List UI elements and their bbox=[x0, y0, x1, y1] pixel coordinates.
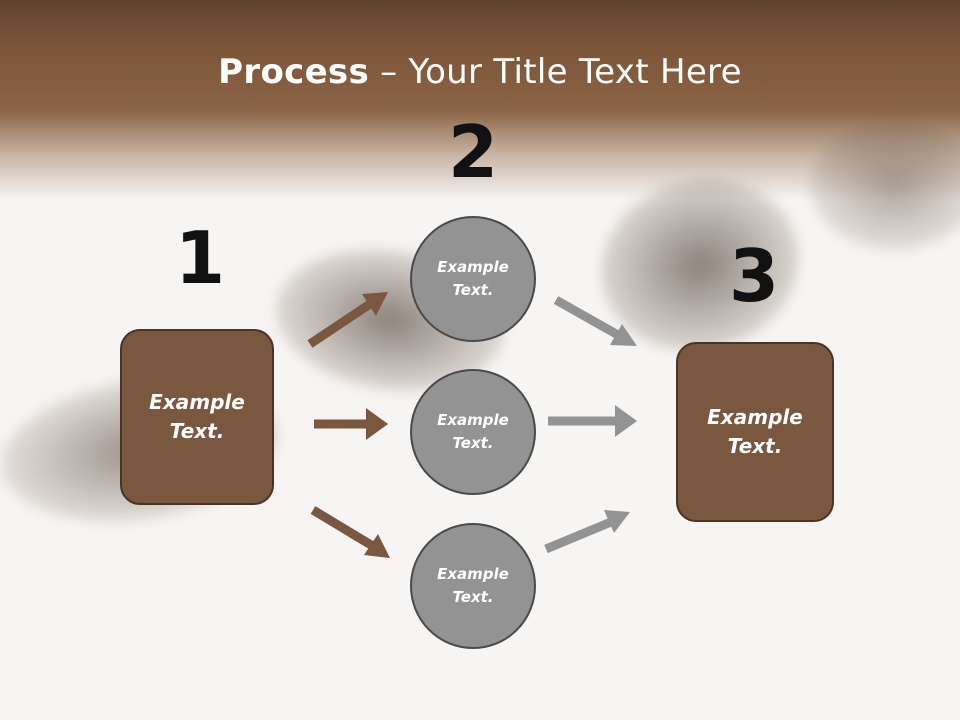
process-circle-bottom[interactable]: Example Text. bbox=[410, 523, 536, 649]
process-circle-top[interactable]: Example Text. bbox=[410, 216, 536, 342]
process-circle-top-text: Example Text. bbox=[437, 258, 509, 299]
arrow-top-to-right bbox=[553, 296, 637, 346]
process-box-right-text: Example Text. bbox=[707, 405, 803, 458]
header-band bbox=[0, 0, 960, 200]
step-number-2[interactable]: 2 bbox=[447, 110, 499, 194]
arrow-bottom-to-right bbox=[544, 510, 630, 554]
process-box-left[interactable]: Example Text. bbox=[120, 329, 274, 505]
step-number-1[interactable]: 1 bbox=[174, 216, 226, 300]
title-bold-part: Process bbox=[218, 52, 370, 92]
arrow-left-to-bottom bbox=[310, 506, 390, 558]
process-circle-bottom-text: Example Text. bbox=[437, 565, 509, 606]
process-circle-middle-text: Example Text. bbox=[437, 411, 509, 452]
arrow-middle-to-right bbox=[548, 405, 637, 437]
arrow-left-to-top bbox=[307, 292, 388, 348]
process-circle-middle[interactable]: Example Text. bbox=[410, 369, 536, 495]
title-rest-part: – Your Title Text Here bbox=[369, 52, 742, 92]
arrow-left-to-middle bbox=[314, 408, 388, 440]
coffee-bean-image bbox=[810, 120, 960, 250]
slide-title[interactable]: Process – Your Title Text Here bbox=[0, 52, 960, 92]
process-box-right[interactable]: Example Text. bbox=[676, 342, 834, 522]
process-box-left-text: Example Text. bbox=[149, 390, 245, 443]
step-number-3[interactable]: 3 bbox=[728, 234, 780, 318]
